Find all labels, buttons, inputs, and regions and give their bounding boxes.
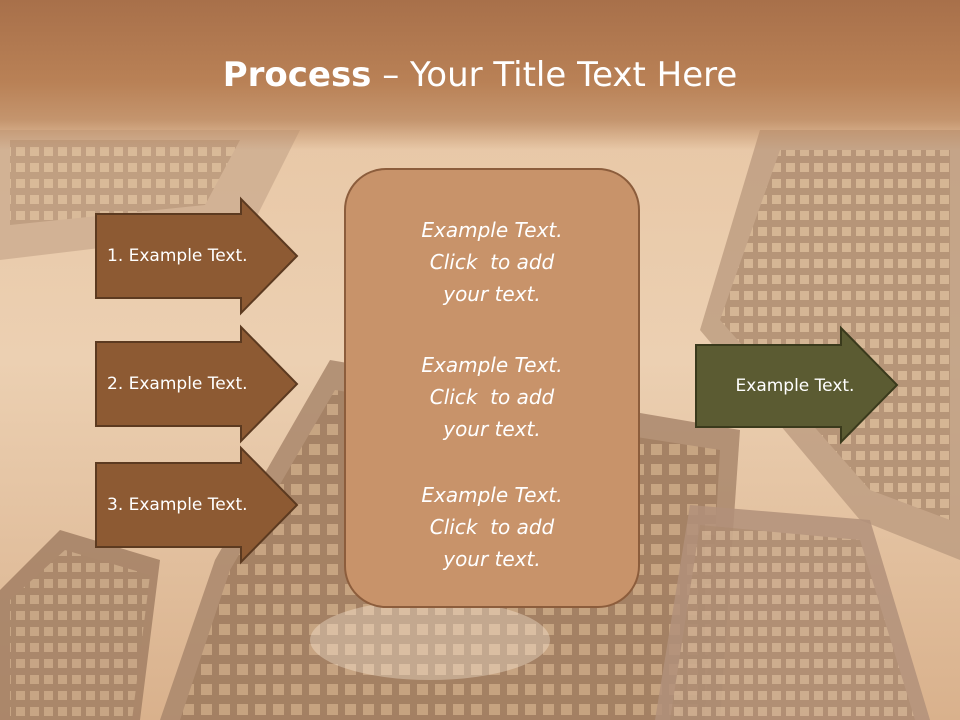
center-paragraph-1-line-2: Click to add <box>429 250 555 274</box>
step-label-2: 2. Example Text. <box>107 342 248 426</box>
center-paragraph-1-line-1: Example Text. <box>421 218 563 242</box>
step-arrow-3: 3. Example Text. <box>95 445 299 565</box>
center-paragraph-2-line-2: Click to add <box>429 385 555 409</box>
arrow-shape-1 <box>95 196 299 316</box>
arrow-shape-3 <box>95 445 299 565</box>
center-paragraph-1-line-3: your text. <box>443 282 541 306</box>
step-label-1-text: 1. Example Text. <box>107 246 248 266</box>
center-paragraph-1: Example Text. Click to add your text. <box>346 214 638 310</box>
title-rest: – Your Title Text Here <box>371 55 738 95</box>
center-paragraph-2-line-1: Example Text. <box>421 353 563 377</box>
slide-title: Process – Your Title Text Here <box>0 52 960 98</box>
center-paragraph-3-line-2: Click to add <box>429 515 555 539</box>
center-paragraph-3: Example Text. Click to add your text. <box>346 479 638 575</box>
result-label: Example Text. <box>695 345 895 427</box>
arrow-shape-2 <box>95 324 299 444</box>
center-paragraph-2: Example Text. Click to add your text. <box>346 349 638 445</box>
title-band <box>0 0 960 150</box>
center-text-box[interactable]: Example Text. Click to add your text. Ex… <box>344 168 640 608</box>
step-arrow-1: 1. Example Text. <box>95 196 299 316</box>
title-bold: Process <box>222 55 372 95</box>
center-paragraph-3-line-3: your text. <box>443 547 541 571</box>
center-paragraph-3-line-1: Example Text. <box>421 483 563 507</box>
result-arrow-shape <box>695 325 899 445</box>
step-label-2-text: 2. Example Text. <box>107 374 248 394</box>
step-arrow-2: 2. Example Text. <box>95 324 299 444</box>
result-arrow: Example Text. <box>695 325 899 445</box>
step-label-1: 1. Example Text. <box>107 214 248 298</box>
step-label-3-text: 3. Example Text. <box>107 495 248 515</box>
step-label-3: 3. Example Text. <box>107 463 248 547</box>
result-label-text: Example Text. <box>735 376 855 396</box>
center-paragraph-2-line-3: your text. <box>443 417 541 441</box>
